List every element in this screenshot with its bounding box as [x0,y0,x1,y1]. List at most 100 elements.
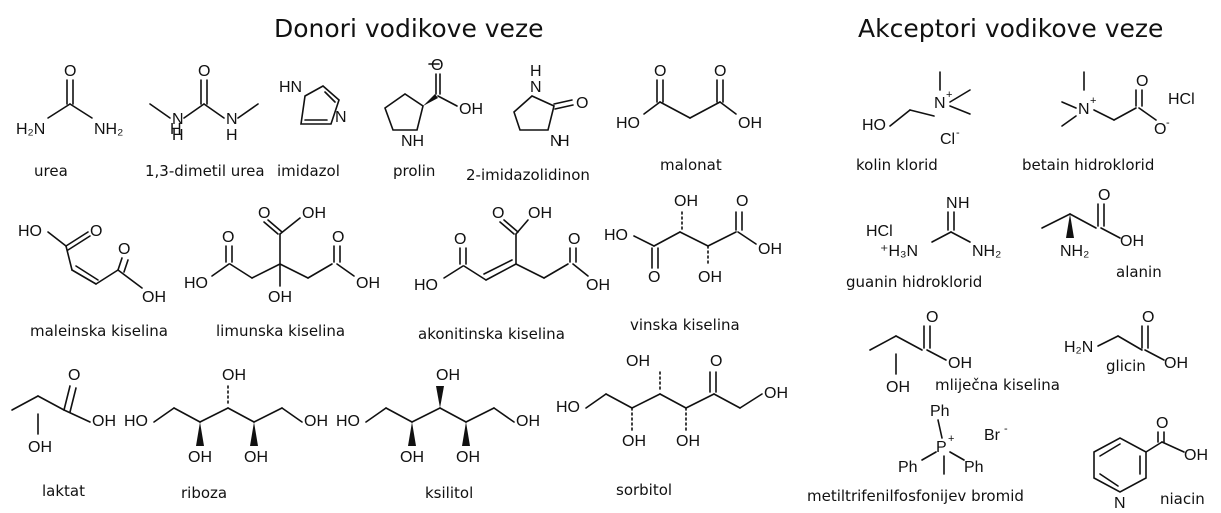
riboza-label: riboza [181,484,228,502]
svg-text:OH: OH [676,433,700,450]
svg-text:+: + [948,433,954,445]
kolin-structure: HO N+ Cl- [862,71,971,148]
svg-text:Cl: Cl [940,131,955,148]
svg-text:O: O [714,63,726,80]
svg-text:OH: OH [738,115,762,132]
svg-text:O: O [332,229,344,246]
svg-text:O: O [1098,187,1110,204]
prolin-label: prolin [393,162,436,180]
svg-text:H: H [226,127,238,144]
svg-text:OH: OH [528,205,552,222]
imidazol-label: imidazol [277,162,340,180]
svg-text:OH: OH [456,449,480,466]
svg-text:H: H [530,63,542,80]
svg-text:N: N [530,79,542,96]
svg-text:OH: OH [948,355,972,372]
svg-text:H: H [172,127,184,144]
mlijecna-label: mliječna kiselina [935,376,1060,394]
svg-text:Ph: Ph [964,459,984,476]
svg-text:O: O [1156,415,1168,432]
svg-text:O: O [222,229,234,246]
laktat-structure: O OH OH [11,367,116,456]
svg-text:OH: OH [459,101,483,118]
betain-label: betain hidroklorid [1022,156,1155,174]
svg-text:-: - [1004,423,1008,435]
sorbitol-label: sorbitol [616,481,673,499]
svg-text:O: O [68,367,80,384]
svg-text:OH: OH [188,449,212,466]
fosfonij-label: metiltrifenilfosfonijev bromid [807,487,1024,505]
svg-text:N: N [946,195,958,212]
svg-text:HN: HN [279,79,302,96]
svg-text:OH: OH [1120,233,1144,250]
prolin-structure: O OH NH [384,57,483,150]
svg-text:OH: OH [1164,355,1188,372]
svg-text:HO: HO [184,275,208,292]
svg-text:OH: OH [586,277,610,294]
svg-text:H: H [558,133,570,150]
svg-text:O: O [710,353,722,370]
svg-text:O: O [90,223,102,240]
svg-text:OH: OH [516,413,540,430]
svg-text:+: + [1090,95,1096,107]
riboza-structure: OH HO OH OH OH [124,367,328,466]
svg-text:HO: HO [556,399,580,416]
vinska-label: vinska kiselina [630,316,740,334]
svg-text:O: O [118,241,130,258]
svg-text:⁺H₃N: ⁺H₃N [880,243,918,260]
svg-text:OH: OH [626,353,650,370]
guanin-label: guanin hidroklorid [846,273,983,291]
malonat-label: malonat [660,156,722,174]
svg-text:OH: OH [758,241,782,258]
niacin-label: niacin [1160,490,1205,508]
svg-text:N: N [172,111,184,128]
svg-text:OH: OH [436,367,460,384]
glicin-label: glicin [1106,357,1146,375]
svg-text:HCl: HCl [866,223,893,240]
urea-structure: O H₂N NH₂ [16,63,123,138]
alanin-structure: O OH NH₂ [1041,187,1144,260]
guanin-structure: NH NH HCl ⁺H₃N NH₂ [866,195,1001,260]
svg-text:OH: OH [142,289,166,306]
svg-text:O: O [64,63,76,80]
svg-text:N: N [226,111,238,128]
svg-text:N: N [550,133,562,150]
svg-text:-: - [1166,117,1170,129]
svg-text:HCl: HCl [1168,91,1195,108]
svg-text:OH: OH [222,367,246,384]
donors-title: Donori vodikove veze [274,14,544,43]
betain-structure: N+ O O- HCl [1061,71,1195,138]
svg-text:-: - [956,127,960,139]
svg-text:Ph: Ph [898,459,918,476]
svg-text:O: O [492,205,504,222]
limunska-label: limunska kiselina [216,322,346,340]
svg-text:O: O [454,231,466,248]
svg-text:NH₂: NH₂ [972,243,1001,260]
svg-text:O: O [1154,121,1166,138]
svg-text:OH: OH [28,439,52,456]
svg-text:OH: OH [886,379,910,396]
acceptors-title: Akceptori vodikove veze [858,14,1164,43]
maleinska-label: maleinska kiselina [30,322,169,340]
mlijecna-structure: O OH OH [869,309,972,396]
svg-text:OH: OH [268,289,292,306]
niacin-structure: O OH N [1093,415,1208,512]
svg-text:O: O [576,95,588,112]
svg-text:H: H [958,195,970,212]
svg-text:OH: OH [304,413,328,430]
svg-text:OH: OH [674,193,698,210]
svg-text:O: O [258,205,270,222]
kolin-label: kolin klorid [856,156,938,174]
ksilitol-structure: OH HO OH OH OH [336,367,540,466]
svg-text:Br: Br [984,427,1001,444]
svg-text:OH: OH [92,413,116,430]
svg-text:O: O [654,63,666,80]
svg-text:+: + [946,89,952,101]
svg-text:HO: HO [862,117,886,134]
